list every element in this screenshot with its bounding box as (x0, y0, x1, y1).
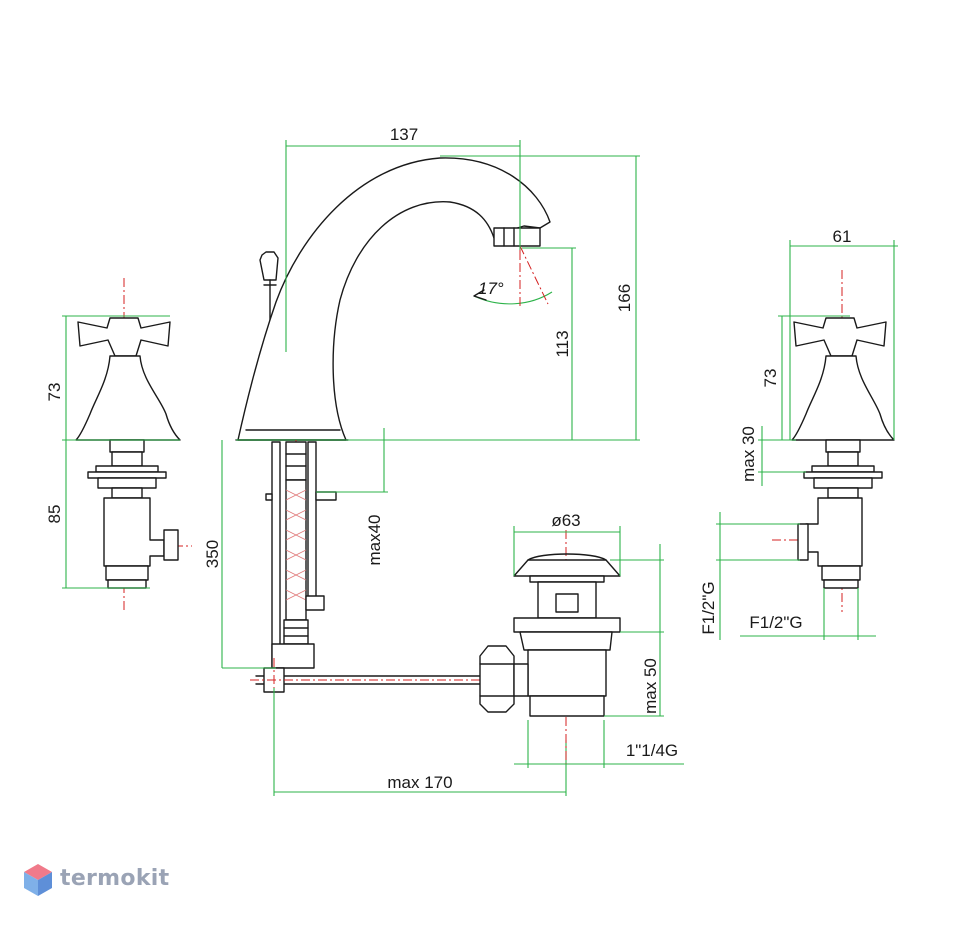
dim-max-30: max 30 (739, 426, 758, 482)
right-valve-dims: 61 73 max 30 F1/2"G F1/2"G (699, 227, 898, 640)
dim-85-left: 85 (45, 505, 64, 524)
dim-73-right: 73 (761, 369, 780, 388)
dim-max-50: max 50 (641, 658, 660, 714)
dim-113: 113 (553, 330, 572, 357)
dim-73-left: 73 (45, 383, 64, 402)
dim-137: 137 (390, 125, 418, 144)
dim-f12g-right: F1/2"G (749, 613, 802, 632)
dim-350: 350 (203, 540, 222, 568)
dim-1-1-4g: 1"1/4G (626, 741, 678, 760)
right-valve (772, 270, 895, 612)
termokit-logo-icon (24, 864, 52, 896)
left-valve-dims: 73 85 (45, 315, 180, 589)
dim-166: 166 (615, 284, 634, 312)
spout-dims: 137 166 113 17° (236, 125, 640, 441)
mount-assembly (250, 440, 530, 702)
dim-17-degree: 17° (478, 279, 504, 298)
dim-f12g-left: F1/2"G (699, 581, 718, 634)
drain-dims: ø63 max 50 1"1/4G (513, 511, 684, 768)
dim-max40: max40 (365, 514, 384, 565)
dim-max-170: max 170 (387, 773, 452, 792)
spout (235, 148, 553, 441)
brand-name: termokit (60, 866, 170, 891)
dim-o63: ø63 (551, 511, 580, 530)
dim-61: 61 (833, 227, 852, 246)
left-valve (75, 278, 192, 612)
mount-dims: 350 max40 max 170 (203, 428, 567, 796)
drain-assembly (479, 530, 621, 764)
